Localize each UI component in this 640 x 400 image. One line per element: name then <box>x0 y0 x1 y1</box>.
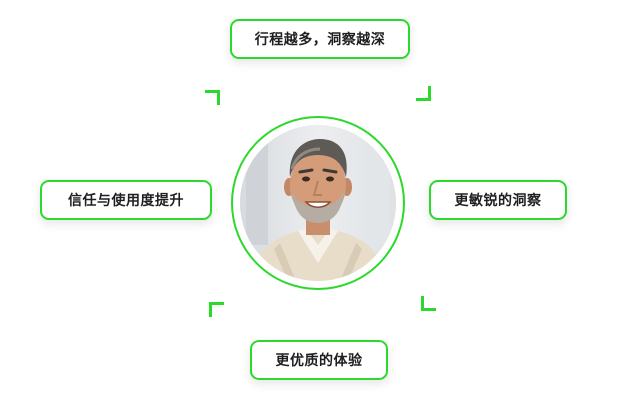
feature-pill-bottom: 更优质的体验 <box>250 340 388 380</box>
feature-pill-top: 行程越多，洞察越深 <box>230 19 410 59</box>
portrait-photo <box>240 125 396 281</box>
feature-pill-left: 信任与使用度提升 <box>40 180 212 220</box>
corner-bracket-bottom-right <box>421 296 436 311</box>
person-portrait-icon <box>240 125 396 281</box>
feature-label-bottom: 更优质的体验 <box>275 353 363 369</box>
corner-bracket-bottom-left <box>209 302 224 317</box>
corner-bracket-top-left <box>205 90 220 105</box>
feature-label-right: 更敏锐的洞察 <box>454 193 542 209</box>
corner-bracket-top-right <box>416 86 431 101</box>
feature-label-top: 行程越多，洞察越深 <box>254 32 386 48</box>
feature-pill-right: 更敏锐的洞察 <box>429 180 567 220</box>
feature-label-left: 信任与使用度提升 <box>68 193 184 209</box>
